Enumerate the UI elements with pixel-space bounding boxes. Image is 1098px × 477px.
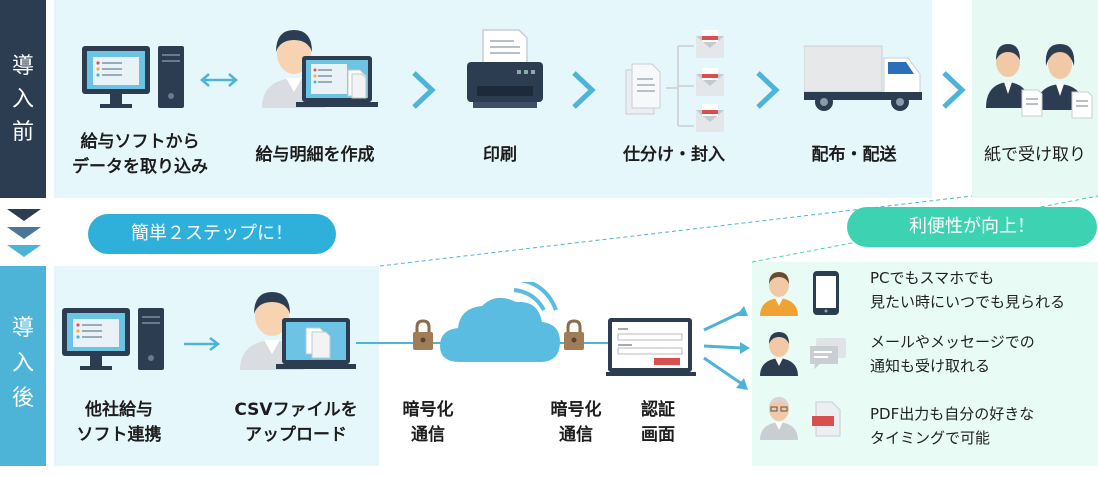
fan-out-arrows-icon: [703, 306, 750, 390]
after-side-label: 導 入 後: [0, 266, 46, 466]
printer-icon: [467, 29, 543, 108]
after-side-char: 後: [11, 386, 34, 411]
benefit-line: PCでもスマホでも: [870, 269, 995, 287]
step-line: 通信: [411, 425, 445, 445]
step-line: データを取り込み: [72, 157, 208, 177]
step-line: 暗号化: [402, 400, 454, 420]
benefit-text-notification: メールやメッセージでの 通知も受け取れる: [870, 330, 1098, 378]
benefit-line: 通知も受け取れる: [870, 357, 991, 375]
before-side-char: 導: [11, 54, 34, 79]
lock-icon: [564, 319, 584, 350]
chevron-right-icon: [572, 71, 596, 109]
step-line: 配布・配送: [811, 145, 897, 165]
step-label-receive: 紙で受け取り: [972, 143, 1098, 168]
step-line: 仕分け・封入: [623, 145, 725, 165]
two-steps-pill: 簡単２ステップに！: [88, 214, 336, 254]
before-side-char: 入: [11, 87, 34, 112]
step-label-encrypted-1: 暗号化 通信: [388, 398, 468, 448]
benefit-text-anytime: PCでもスマホでも 見たい時にいつでも見られる: [870, 266, 1098, 314]
before-side-char: 前: [11, 120, 34, 145]
step-line: 暗号化: [550, 400, 602, 420]
step-label-import: 給与ソフトから データを取り込み: [50, 130, 230, 180]
two-way-arrow-icon: [200, 73, 238, 87]
employee-elder-icon: [760, 397, 798, 440]
after-result-band: [752, 262, 1098, 466]
after-side-char: 入: [11, 351, 34, 376]
chevron-right-icon: [412, 71, 436, 109]
step-label-create: 給与明細を作成: [230, 143, 400, 168]
step-line: アップロード: [245, 425, 347, 445]
person-laptop-icon: [240, 292, 356, 370]
step-line: CSVファイルを: [234, 400, 358, 420]
chevron-right-icon: [942, 71, 966, 109]
convenience-pill: 利便性が向上！: [847, 207, 1097, 247]
employee-navy-icon: [760, 332, 798, 376]
step-line: 画面: [641, 425, 675, 445]
step-label-encrypted-2: 暗号化 通信: [536, 398, 616, 448]
benefit-line: PDF出力も自分の好きな: [870, 405, 1035, 423]
benefit-line: メールやメッセージでの: [870, 333, 1035, 351]
step-label-sort: 仕分け・封入: [604, 143, 744, 168]
step-label-print: 印刷: [450, 143, 550, 168]
step-line: 他社給与: [85, 400, 153, 420]
step-line: 紙で受け取り: [984, 145, 1086, 165]
smartphone-icon: [813, 271, 839, 315]
step-line: 認証: [641, 400, 675, 420]
step-label-upload: CSVファイルを アップロード: [222, 398, 370, 448]
chevron-right-icon: [756, 71, 780, 109]
benefit-line: 見たい時にいつでも見られる: [870, 293, 1066, 311]
step-line: 給与ソフトから: [80, 132, 200, 152]
person-laptop-icon: [262, 30, 378, 108]
step-line: ソフト連携: [76, 425, 162, 445]
benefit-text-pdf: PDF出力も自分の好きな タイミングで可能: [870, 402, 1098, 450]
step-label-auth: 認証 画面: [620, 398, 696, 448]
cloud-signal-icon: [440, 282, 560, 362]
before-side-label: 導 入 前: [0, 0, 46, 198]
arrow-right-icon: [184, 337, 221, 351]
desktop-pc-icon: [82, 46, 184, 108]
step-label-deliver: 配布・配送: [794, 143, 914, 168]
pdf-document-icon: [812, 401, 841, 437]
employees-papers-icon: [986, 44, 1093, 119]
sorting-envelopes-icon: [625, 30, 724, 132]
step-line: 給与明細を作成: [255, 145, 375, 165]
message-bubbles-icon: [810, 338, 846, 369]
delivery-truck-icon: [804, 45, 922, 111]
desktop-pc-icon: [62, 308, 164, 370]
down-chevrons-icon: [7, 209, 41, 257]
after-side-char: 導: [11, 316, 34, 341]
employee-orange-icon: [760, 272, 798, 316]
step-line: 印刷: [483, 145, 517, 165]
login-screen-icon: [606, 318, 696, 376]
step-label-integration: 他社給与 ソフト連携: [64, 398, 174, 448]
step-line: 通信: [559, 425, 593, 445]
lock-icon: [413, 319, 433, 350]
benefit-line: タイミングで可能: [870, 429, 991, 447]
